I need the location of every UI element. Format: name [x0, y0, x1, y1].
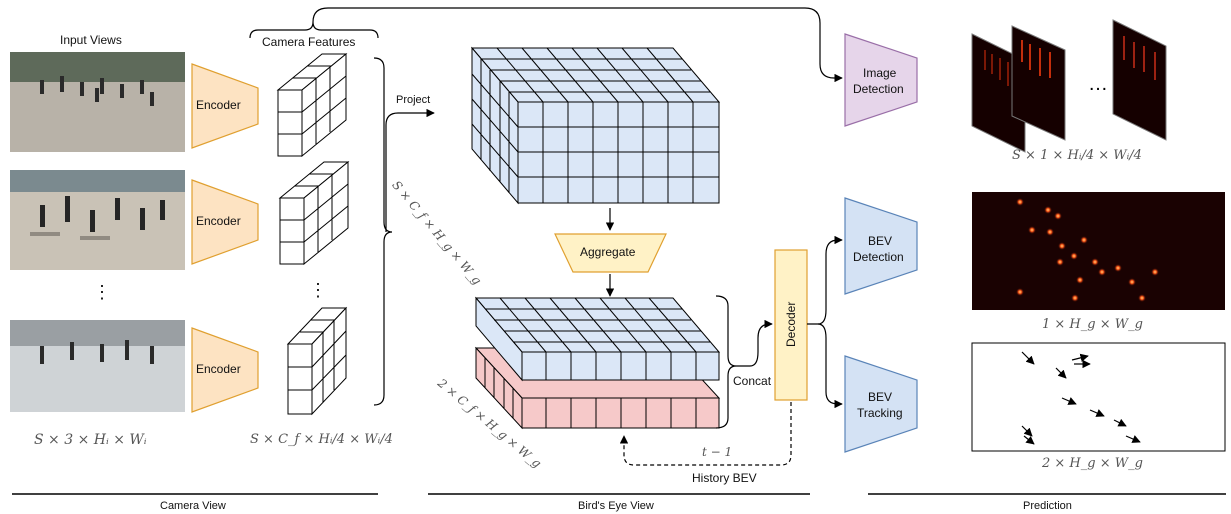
feature-cube-1 — [276, 52, 348, 158]
feature-cube-3 — [286, 306, 348, 416]
heatmap-blob — [1070, 252, 1078, 260]
history-bev-label: History BEV — [692, 471, 757, 485]
heatmap-blob — [1151, 268, 1159, 276]
encoder-label-3: Encoder — [196, 362, 241, 376]
decoder-to-bev-detection-arrow — [807, 235, 843, 325]
heatmap-blob — [1028, 226, 1036, 234]
time-step-label: t − 1 — [702, 445, 733, 459]
section-birds-eye-view: Bird's Eye View — [578, 500, 654, 512]
features-right-brace — [373, 57, 393, 406]
bev-detection-label-2: Detection — [853, 250, 904, 264]
decoder-to-bev-tracking-arrow — [817, 323, 843, 409]
heatmap-blob — [1128, 278, 1136, 286]
input-views-label: Input Views — [60, 33, 122, 47]
image-detection-shape-formula: S × 1 × Hᵢ/4 × Wᵢ/4 — [1012, 148, 1142, 163]
decoder-block — [774, 249, 808, 401]
feature-cube-2 — [278, 160, 350, 266]
heatmap-blob — [1076, 276, 1084, 284]
heatmap-blob — [1054, 212, 1062, 220]
heatmap-blob — [1044, 206, 1052, 214]
section-camera-view: Camera View — [160, 500, 226, 512]
feature-shape-formula: S × C_f × Hᵢ/4 × Wᵢ/4 — [250, 432, 393, 447]
project-label: Project — [396, 94, 431, 106]
aggregate-label: Aggregate — [580, 245, 636, 259]
heatmap-blob — [1080, 236, 1088, 244]
heatmap-blob — [1071, 294, 1079, 302]
bev-volume — [470, 46, 721, 205]
track-arrow — [1125, 435, 1141, 443]
bev-tracking-panel — [971, 342, 1226, 452]
track-arrow — [1021, 425, 1033, 437]
bev-detection-label-1: BEV — [868, 234, 893, 248]
heatmap-blob — [1056, 258, 1064, 266]
image-detection-heatmap-2 — [1011, 25, 1066, 141]
project-arrow — [385, 108, 435, 232]
heatmap-blob — [1016, 288, 1024, 296]
heatmap-blob — [1091, 258, 1099, 266]
input-view-3 — [10, 320, 185, 412]
vertical-ellipsis-views: ⋮ — [93, 282, 111, 302]
image-detection-head — [844, 33, 918, 127]
concat-to-decoder-arrow — [736, 319, 773, 367]
track-arrow — [1021, 351, 1035, 365]
heatmap-blob — [1098, 268, 1106, 276]
heatmap-blob — [1114, 264, 1122, 272]
bev-tracking-shape-formula: 2 × H_g × W_g — [1042, 456, 1143, 471]
track-arrow — [1071, 353, 1089, 362]
input-view-2 — [10, 170, 185, 270]
input-shape-formula: S × 3 × Hᵢ × Wᵢ — [34, 432, 147, 448]
encoder-block-3 — [191, 327, 259, 413]
history-loop-dashed — [619, 402, 792, 466]
track-arrow — [1061, 397, 1077, 405]
bev-detection-heatmap — [972, 192, 1225, 310]
camera-features-label: Camera Features — [262, 35, 356, 49]
heatmap-blob — [1138, 294, 1146, 302]
track-arrow — [1023, 435, 1035, 445]
vertical-ellipsis-features: ⋮ — [309, 280, 327, 300]
concat-label: Concat — [733, 374, 772, 388]
bev-tracking-label-1: BEV — [868, 390, 893, 404]
heatmap-blob — [1046, 228, 1054, 236]
features-to-image-detection-line — [312, 7, 843, 83]
heatmap-blob — [1058, 242, 1066, 250]
decoder-label: Decoder — [784, 301, 798, 347]
bev-detection-head — [844, 197, 918, 295]
bev-tracking-head — [844, 355, 918, 453]
input-view-1 — [10, 52, 185, 152]
heatmap-blob — [1016, 198, 1024, 206]
encoder-block-1 — [191, 63, 259, 149]
image-detection-heatmap-last — [1112, 19, 1167, 141]
encoder-label-1: Encoder — [196, 98, 241, 112]
bev-detection-shape-formula: 1 × H_g × W_g — [1042, 317, 1143, 332]
section-prediction: Prediction — [1023, 500, 1072, 512]
encoder-block-2 — [191, 179, 259, 265]
bev-tracking-label-2: Tracking — [857, 406, 903, 420]
encoder-label-2: Encoder — [196, 214, 241, 228]
aggregate-block — [554, 233, 667, 273]
aggregated-bev-volume — [474, 296, 721, 382]
heatmap-ellipsis: … — [1088, 73, 1108, 95]
track-arrow — [1089, 409, 1105, 417]
track-arrow — [1113, 418, 1127, 427]
track-arrow — [1055, 367, 1067, 379]
image-detection-label-2: Detection — [853, 82, 904, 96]
image-detection-label-1: Image — [863, 66, 897, 80]
